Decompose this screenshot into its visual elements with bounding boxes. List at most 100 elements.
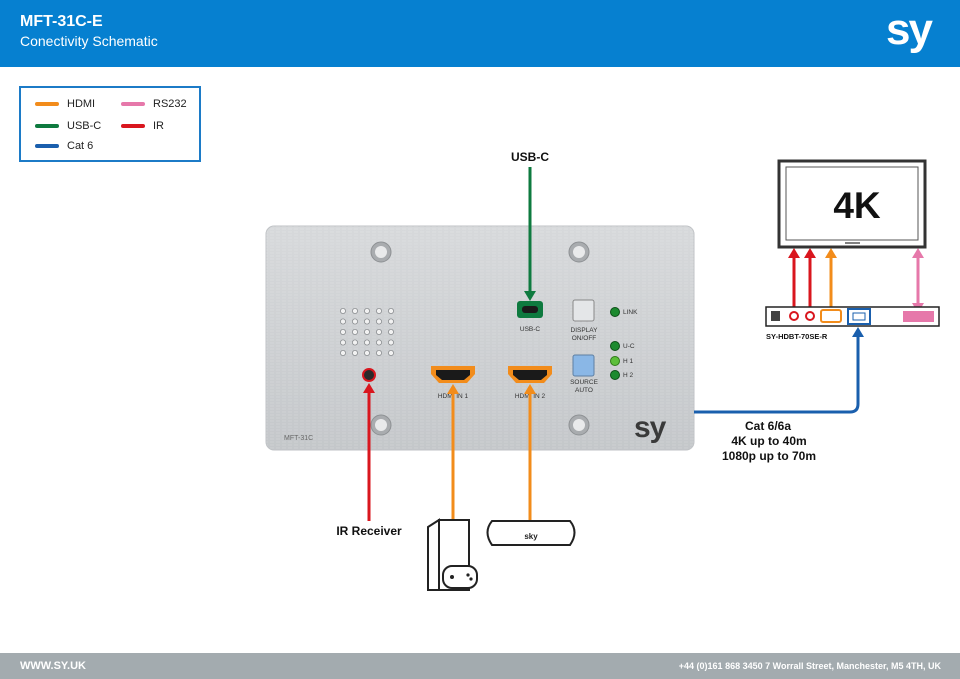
usb-c-label: USB-C (511, 150, 549, 164)
source-button-label: AUTO (575, 387, 593, 394)
led-h1 (610, 356, 620, 366)
rs232-swatch (121, 102, 145, 106)
screw (370, 241, 392, 263)
source-button[interactable] (572, 354, 595, 377)
wallplate-texture (266, 226, 694, 450)
gamepad-button (466, 573, 470, 577)
contact-info: +44 (0)161 868 3450 7 Worrall Street, Ma… (678, 661, 941, 671)
gamepad-icon (442, 565, 478, 589)
grille-hole (375, 339, 382, 346)
led-uc-label: U-C (623, 343, 635, 350)
page-subtitle: Conectivity Schematic (20, 33, 158, 49)
gamepad-button (469, 577, 473, 581)
games-console (427, 518, 478, 591)
grille-hole (375, 307, 382, 314)
wallplate-model-label: MFT-31C (284, 435, 313, 442)
grille-hole (339, 318, 346, 325)
receiver-ir-port-2 (805, 311, 815, 321)
rs232-arrow-up (912, 248, 924, 258)
cables (363, 167, 924, 521)
tv-screen (785, 166, 919, 241)
grille-hole (363, 339, 370, 346)
gamepad-dpad (450, 575, 454, 579)
legend-item-usbc: USB-C (35, 120, 101, 132)
wallplate-logo: sy (634, 411, 667, 444)
grille-hole (339, 328, 346, 335)
hdmi-socket-1 (436, 370, 470, 380)
grille-hole (339, 349, 346, 356)
hdmi2-arrow (524, 384, 536, 394)
rj45-socket (852, 312, 866, 321)
sky-logo: sky (524, 532, 538, 541)
website-link[interactable]: WWW.SY.UK (20, 660, 86, 672)
cat6-cable (694, 336, 860, 414)
ir-out-arrow-1 (788, 248, 800, 258)
grille-hole (351, 349, 358, 356)
footer-bar: WWW.SY.UK +44 (0)161 868 3450 7 Worrall … (0, 653, 960, 679)
grille-hole (339, 307, 346, 314)
led-h2 (610, 370, 620, 380)
grille-hole (387, 349, 394, 356)
grille-hole (363, 349, 370, 356)
cable-legend: HDMI RS232 USB-C IR Cat 6 (19, 86, 201, 162)
legend-label: IR (153, 120, 164, 132)
cat-label-line2: 4K up to 40m (731, 434, 806, 448)
grille-hole (375, 328, 382, 335)
legend-label: Cat 6 (67, 140, 94, 152)
legend-label: HDMI (67, 98, 96, 110)
cat6-arrow (852, 327, 864, 337)
speaker-grille (339, 307, 394, 356)
legend-label: RS232 (153, 98, 187, 110)
page-title: MFT-31C-E (20, 13, 103, 30)
grille-hole (351, 339, 358, 346)
led-uc (610, 341, 620, 351)
ir-receiver-label: IR Receiver (336, 524, 402, 538)
sy-logo: sy (886, 5, 933, 54)
ir-receiver-port (362, 368, 376, 382)
grille-hole (375, 349, 382, 356)
display-button[interactable] (572, 299, 595, 322)
hdmi-socket-2 (513, 370, 547, 380)
grille-hole (351, 318, 358, 325)
grille-hole (387, 318, 394, 325)
grille-hole (375, 318, 382, 325)
hdmi-out-arrow (825, 248, 837, 258)
legend-label: USB-C (67, 120, 102, 132)
grille-hole (387, 307, 394, 314)
grille-hole (387, 339, 394, 346)
usb-c-socket (522, 306, 538, 313)
tv-display: 4K (777, 159, 927, 249)
legend-item-ir: IR (121, 120, 164, 132)
legend-item-rs232: RS232 (121, 98, 187, 110)
cat-label-line3: 1080p up to 70m (722, 449, 816, 463)
led-link (610, 307, 620, 317)
header-bar: MFT-31C-E Conectivity Schematic sy (0, 0, 960, 67)
cat-label-line1: Cat 6/6a (745, 419, 791, 433)
source-button-label: SOURCE (570, 379, 598, 386)
usb-c-arrow (524, 291, 536, 301)
usb-port-label: USB-C (520, 326, 541, 333)
screw (568, 414, 590, 436)
display-button-label: ON/OFF (572, 335, 597, 342)
wallplate: USB-C HDMI IN 1 HDMI IN 2 DISPLAY ON/OFF… (265, 225, 695, 451)
led-h1-label: H 1 (623, 358, 634, 365)
receiver-rs232-port (903, 311, 934, 322)
legend-item-cat6: Cat 6 (35, 140, 93, 152)
receiver-dip-switch (771, 311, 780, 321)
display-button-label: DISPLAY (571, 327, 599, 334)
receiver-model-label: SY-HDBT-70SE-R (766, 332, 828, 341)
screw (370, 414, 392, 436)
grille-hole (387, 328, 394, 335)
grille-hole (351, 328, 358, 335)
cat6-swatch (35, 144, 59, 148)
led-h2-label: H 2 (623, 372, 634, 379)
hdmi-swatch (35, 102, 59, 106)
hdbt-receiver: SY-HDBT-70SE-R (765, 306, 940, 341)
receiver-ir-port-1 (789, 311, 799, 321)
ir-out-arrow-2 (804, 248, 816, 258)
screw (568, 241, 590, 263)
tv-4k-text: 4K (833, 185, 881, 226)
sky-box-body (486, 520, 576, 546)
grille-hole (339, 339, 346, 346)
